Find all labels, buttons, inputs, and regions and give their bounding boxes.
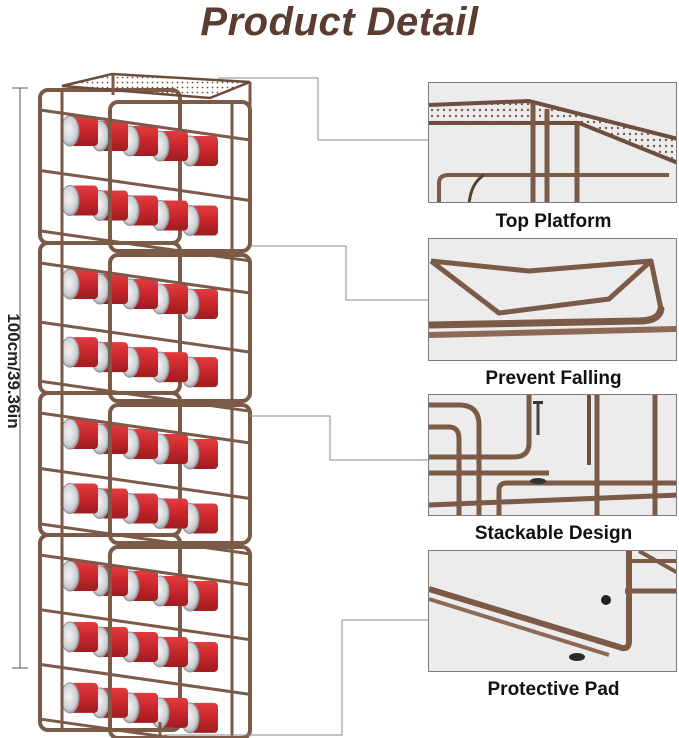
stacking-joint-icon	[429, 395, 676, 515]
rack-rail	[39, 108, 251, 142]
rack-rail	[39, 466, 251, 500]
rack-rail	[39, 261, 251, 295]
rack-rail	[39, 662, 251, 696]
stackable-design-panel	[428, 394, 677, 516]
rack-rail	[39, 320, 251, 354]
top-platform-panel	[428, 82, 677, 203]
protective-pad-panel	[428, 550, 677, 672]
feature-label-stackable-design: Stackable Design	[474, 523, 633, 544]
rack-rail	[39, 411, 251, 445]
rack-rail	[39, 608, 251, 642]
rack-rail	[39, 553, 251, 587]
anti-fall-bar-icon	[429, 258, 676, 338]
rack-front-frame	[108, 545, 252, 738]
rack-rail	[39, 717, 184, 738]
foot-pad-icon	[429, 551, 676, 661]
feature-label-protective-pad: Protective Pad	[487, 679, 620, 700]
prevent-falling-panel	[428, 238, 677, 361]
mesh-top-platform-icon	[429, 98, 676, 202]
feature-label-prevent-falling: Prevent Falling	[485, 368, 622, 389]
feature-label-top-platform: Top Platform	[495, 211, 612, 232]
page-title: Product Detail	[200, 0, 479, 44]
rack-rail	[39, 168, 251, 202]
